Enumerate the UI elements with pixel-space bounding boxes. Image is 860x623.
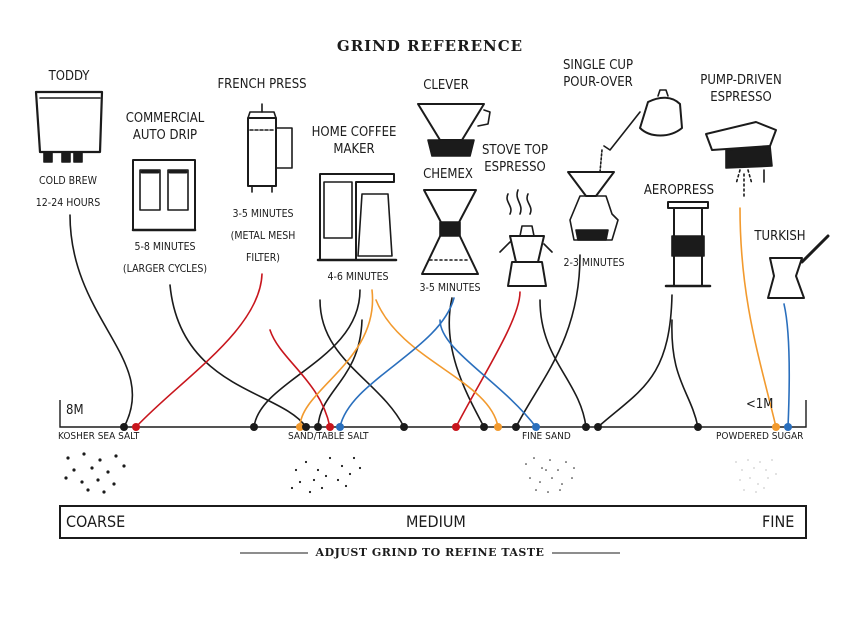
method-name-commercial-auto-drip: COMMERCIAL AUTO DRIP [125, 111, 205, 143]
dot-french-press [132, 423, 140, 431]
commercial-auto-drip-icon [131, 159, 197, 232]
footer-caption: ADJUST GRIND TO REFINE TASTE [0, 546, 860, 559]
grind-scale [59, 400, 807, 428]
method-name-home-coffee-maker: HOME COFFEE MAKER [311, 125, 397, 157]
grain-coarse [64, 452, 126, 494]
dot-stove-top [452, 423, 460, 431]
method-detail-french-press: 3-5 MINUTES (METAL MESH FILTER) [230, 208, 296, 264]
method-name-single-cup-pour-over: SINGLE CUP POUR-OVER [562, 58, 634, 90]
dot-drip-b [314, 423, 322, 431]
grain-medium [290, 456, 362, 494]
clever-dripper-icon [417, 103, 491, 157]
method-detail-single-cup-pour-over: 2-3 MINUTES [563, 257, 625, 269]
method-name-pump-driven-espresso: PUMP-DRIVEN ESPRESSO [700, 73, 782, 105]
dot-aeropress [594, 423, 602, 431]
dot-home-coffee-maker [296, 423, 304, 431]
dot-chemex [336, 423, 344, 431]
scale-left-end: 8M [66, 403, 84, 418]
dot-home-coffee-maker-a [250, 423, 258, 431]
pump-driven-espresso-icon [705, 121, 777, 197]
turkish-ibrik-icon [767, 234, 830, 299]
ref-fine-sand: FINE SAND [522, 431, 571, 442]
dot-commercial-auto-drip [302, 423, 310, 431]
dot-turkish [784, 423, 792, 431]
dot-home-coffee-maker-c [494, 423, 502, 431]
method-name-aeropress: AEROPRESS [643, 183, 715, 198]
dot-aeropress-b [694, 423, 702, 431]
ref-powdered-sugar: POWDERED SUGAR [716, 431, 804, 442]
method-detail-commercial-auto-drip: 5-8 MINUTES (LARGER CYCLES) [122, 241, 208, 275]
method-name-stove-top-espresso: STOVE TOP ESPRESSO [481, 143, 549, 175]
stove-top-espresso-icon [499, 189, 553, 287]
dot-pump-espresso [772, 423, 780, 431]
bar-coarse: COARSE [66, 512, 126, 531]
ref-kosher-sea-salt: KOSHER SEA SALT [58, 431, 140, 442]
grain-fine [525, 457, 575, 493]
dot-pour-over [512, 423, 520, 431]
bar-medium: MEDIUM [406, 512, 466, 531]
method-name-clever: CLEVER [423, 78, 469, 93]
dot-chemex-b [532, 423, 540, 431]
toddy-icon [34, 90, 104, 163]
bar-fine: FINE [762, 512, 795, 531]
method-name-turkish: TURKISH [754, 229, 806, 244]
chemex-icon [421, 189, 479, 275]
french-press-icon [247, 103, 293, 193]
method-name-chemex: CHEMEX [423, 167, 473, 182]
aeropress-icon [664, 201, 712, 288]
home-coffee-maker-icon [316, 173, 398, 262]
ref-sand-table-salt: SAND/TABLE SALT [288, 431, 369, 442]
method-name-french-press: FRENCH PRESS [217, 77, 307, 92]
scale-right-end: <1M [746, 397, 774, 412]
dot-clever [480, 423, 488, 431]
dot-home-coffee-maker-b [400, 423, 408, 431]
method-detail-toddy: COLD BREW 12-24 HOURS [35, 175, 101, 209]
method-detail-chemex: 3-5 MINUTES [419, 282, 481, 294]
grain-samples [64, 452, 777, 494]
grain-powder [735, 459, 777, 493]
dot-pour-over-b [582, 423, 590, 431]
footer-text: ADJUST GRIND TO REFINE TASTE [307, 546, 553, 559]
dot-french-press-b [326, 423, 334, 431]
method-detail-home-coffee-maker: 4-6 MINUTES [327, 271, 389, 283]
method-name-toddy: TODDY [48, 69, 90, 84]
page-title: GRIND REFERENCE [336, 37, 524, 55]
grind-dots [120, 423, 792, 431]
single-cup-pour-over-icon [567, 89, 683, 241]
dot-toddy [120, 423, 128, 431]
